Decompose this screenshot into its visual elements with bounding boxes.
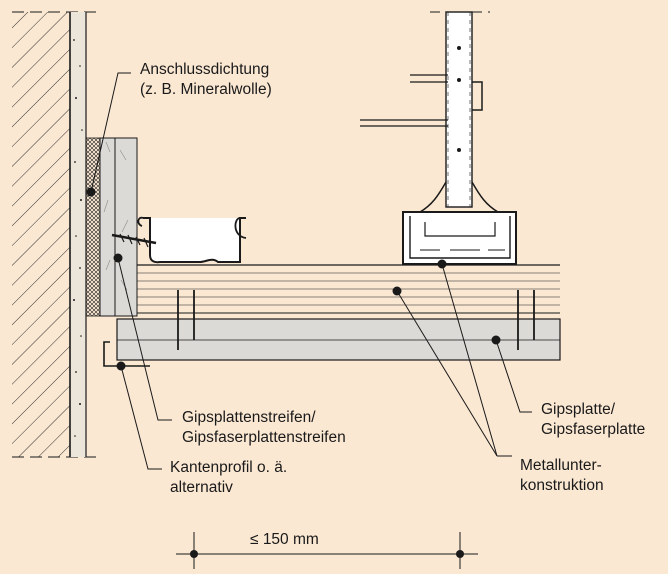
- board-screws: [177, 290, 535, 350]
- ceiling-board-layers: [137, 264, 560, 314]
- plaster-layer: [69, 12, 87, 457]
- finish-board: [116, 318, 561, 361]
- seal-label-line1: Anschlussdichtung: [140, 61, 270, 78]
- strip-label-line2: Gipsfaserplattenstreifen: [182, 429, 346, 446]
- left-c-profile: [137, 216, 247, 264]
- wall-screw: [111, 233, 157, 248]
- metal-label-line1: Metallunter-: [520, 457, 602, 474]
- edge-label-line1: Kantenprofil o. ä.: [170, 459, 288, 476]
- dimension-label: ≤ 150 mm: [250, 531, 319, 548]
- board-strips: [99, 137, 138, 317]
- strip-label-line1: Gipsplattenstreifen/: [182, 409, 316, 426]
- callouts: [86, 72, 532, 470]
- edge-profile: [103, 341, 150, 367]
- metal-label-line2: konstruktion: [520, 477, 604, 494]
- right-channel-profile: [402, 211, 517, 265]
- board-label-line1: Gipsplatte/: [541, 401, 616, 418]
- connection-seal: [85, 137, 101, 317]
- board-label-line2: Gipsfaserplatte: [541, 421, 646, 438]
- dimension-line: [176, 532, 478, 569]
- masonry-wall: [12, 11, 100, 458]
- seal-label-line2: (z. B. Mineralwolle): [140, 81, 272, 98]
- edge-label-line2: alternativ: [170, 479, 233, 496]
- suspension-hanger: [360, 11, 499, 213]
